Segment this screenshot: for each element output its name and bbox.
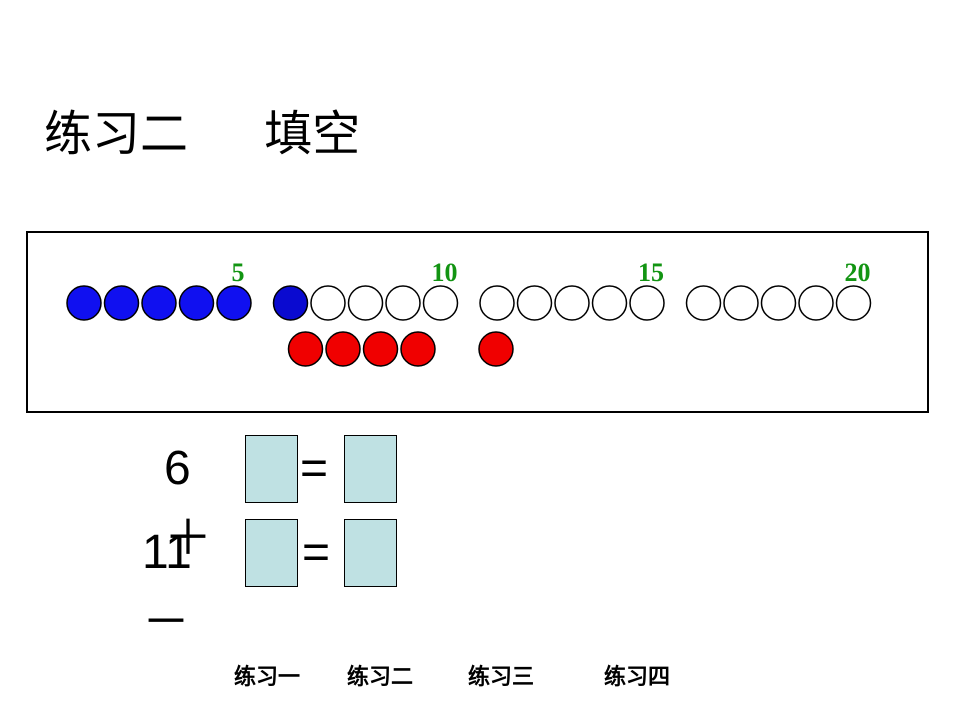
top-bead-5 [216, 285, 252, 321]
addition-expression: 6＋ [164, 442, 213, 565]
bottom-bead-3 [362, 331, 399, 367]
top-bead-4 [178, 285, 215, 321]
top-bead-18 [760, 285, 797, 321]
marker-label-20: 20 [845, 258, 871, 287]
top-bead-9 [385, 285, 421, 321]
bottom-bead-4 [400, 331, 436, 367]
bottom-bead-1 [287, 331, 324, 367]
top-bead-15 [629, 285, 665, 321]
marker-label-10: 10 [432, 258, 458, 287]
marker-label-5: 5 [232, 258, 245, 287]
nav-exercise-4[interactable]: 练习四 [604, 665, 671, 690]
top-bead-14 [591, 285, 628, 321]
top-bead-12 [516, 285, 553, 321]
nav-exercise-3[interactable]: 练习三 [468, 665, 535, 690]
equals-sign: = [300, 442, 329, 495]
difference-answer-box[interactable] [344, 519, 397, 587]
top-bead-10 [422, 285, 459, 321]
top-bead-2 [103, 285, 140, 321]
bottom-bead-5 [478, 331, 514, 367]
top-bead-11 [479, 285, 515, 321]
top-bead-16 [685, 285, 722, 321]
nav-exercise-1[interactable]: 练习一 [234, 665, 301, 690]
subtraction-expression: 11－ [142, 526, 192, 649]
sum-answer-box[interactable] [344, 435, 397, 503]
slide-title: 练习二 填空 [44, 106, 361, 162]
top-bead-7 [310, 285, 346, 321]
nav-exercise-2[interactable]: 练习二 [347, 665, 414, 690]
equals-sign: = [302, 526, 331, 579]
marker-label-15: 15 [638, 258, 664, 287]
top-bead-6 [272, 285, 309, 321]
addend-answer-box[interactable] [245, 435, 298, 503]
top-bead-3 [141, 285, 177, 321]
top-bead-13 [554, 285, 590, 321]
bead-frame: 5 10 15 20 [26, 231, 929, 413]
bead-counting-frame: 5 10 15 20 [66, 258, 872, 367]
top-bead-8 [347, 285, 384, 321]
top-bead-1 [66, 285, 102, 321]
subtrahend-answer-box[interactable] [245, 519, 298, 587]
top-bead-19 [798, 285, 834, 321]
top-bead-17 [723, 285, 759, 321]
top-bead-20 [835, 285, 872, 321]
bottom-bead-2 [325, 331, 361, 367]
